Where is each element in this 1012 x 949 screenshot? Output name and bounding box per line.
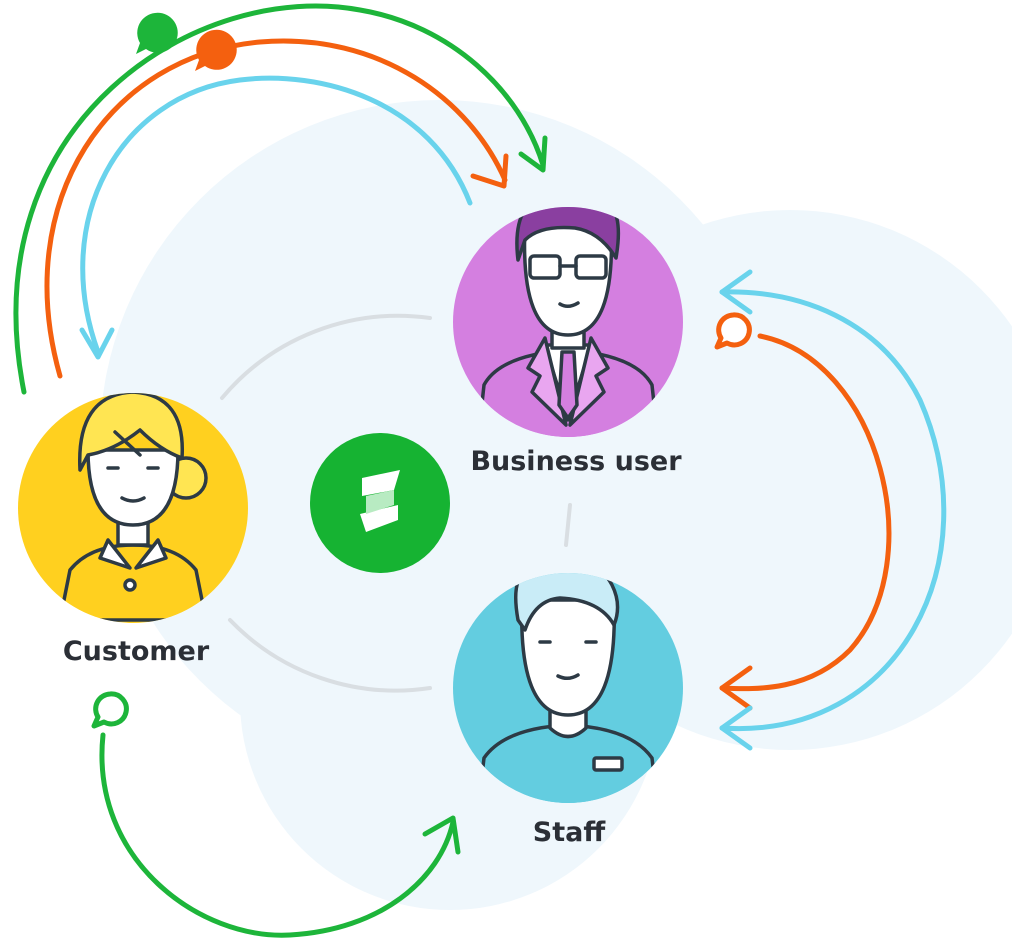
hub-logo <box>310 433 450 573</box>
business-user-avatar <box>453 207 683 437</box>
connector-customer-business <box>220 313 432 400</box>
flow-orange-business-to-staff <box>719 333 892 711</box>
connector-business-staff <box>564 503 572 547</box>
arrowhead <box>719 269 753 315</box>
arrowhead <box>719 705 753 751</box>
staff-label: Staff <box>532 817 606 848</box>
lightning-logo-icon <box>360 470 400 532</box>
staff-avatar <box>453 573 683 803</box>
customer-avatar <box>18 393 248 623</box>
arrowhead <box>518 135 548 173</box>
flow-green-customer-to-business <box>13 3 548 395</box>
connector-customer-staff <box>228 618 432 693</box>
speech-bubble-icon <box>136 12 178 55</box>
flow-blue-business-to-customer <box>79 75 473 360</box>
arrowhead <box>422 815 461 855</box>
speech-bubble-icon <box>91 691 129 729</box>
arrowhead <box>719 665 753 711</box>
arrowhead <box>470 153 509 189</box>
arrowhead <box>79 327 115 360</box>
business-user-label: Business user <box>470 446 682 477</box>
connector-arcs <box>220 313 572 693</box>
speech-bubble-icon <box>714 312 752 350</box>
flow-green-customer-to-staff <box>99 732 461 938</box>
customer-label: Customer <box>62 636 210 667</box>
speech-bubble-icon <box>195 29 237 72</box>
flow-blue-staff-to-business <box>719 269 947 751</box>
